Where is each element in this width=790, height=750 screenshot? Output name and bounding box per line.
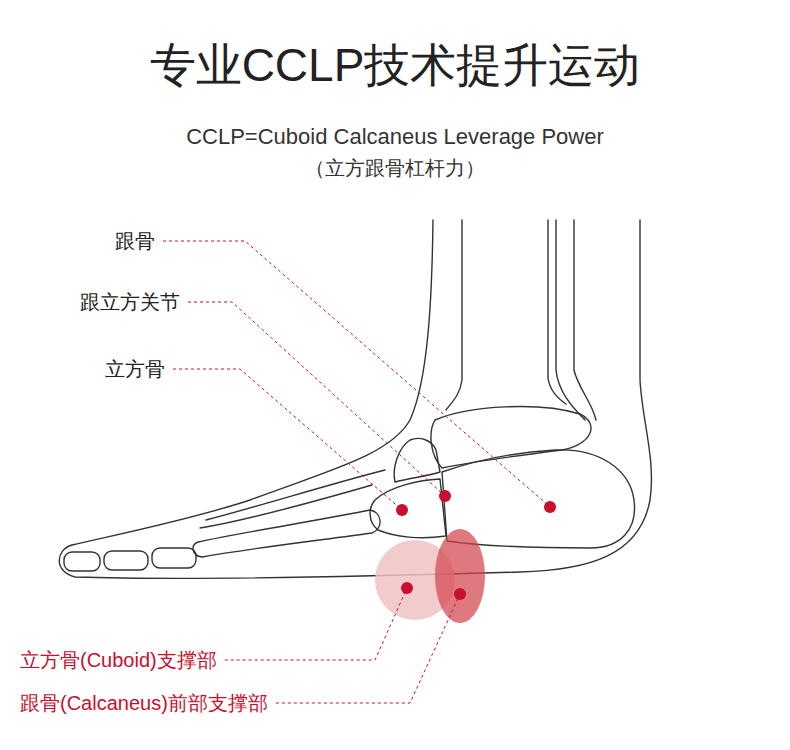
- calcaneus-support-zone: [435, 529, 485, 623]
- calcaneus: [442, 450, 635, 548]
- marker-dot: [401, 582, 413, 594]
- cuboid: [370, 479, 446, 538]
- foot-outline: [59, 220, 651, 578]
- subtitle: CCLP=Cuboid Calcaneus Leverage Power: [186, 124, 604, 150]
- leader-line: [225, 588, 407, 660]
- support-label: 立方骨(Cuboid)支撑部: [20, 648, 217, 672]
- tibia: [446, 220, 566, 410]
- metatarsal: [200, 470, 385, 528]
- marker-dot: [396, 504, 408, 516]
- leader-line: [173, 369, 402, 510]
- part-label: 跟骨: [115, 229, 155, 253]
- talus: [431, 407, 591, 468]
- fibula: [556, 220, 596, 420]
- marker-dot: [439, 490, 451, 502]
- leader-line: [163, 241, 550, 507]
- marker-dot: [454, 588, 466, 600]
- part-label: 跟立方关节: [80, 290, 180, 314]
- title: 专业CCLP技术提升运动: [150, 38, 641, 93]
- leader-line: [276, 594, 460, 703]
- phalanx: [152, 548, 196, 568]
- marker-dot: [544, 501, 556, 513]
- leader-line: [188, 302, 445, 496]
- metatarsal: [193, 510, 380, 557]
- phalanx: [64, 552, 100, 571]
- support-label: 跟骨(Calcaneus)前部支撑部: [20, 691, 268, 715]
- phalanx: [104, 551, 148, 570]
- part-label: 立方骨: [105, 357, 165, 381]
- subtitle: （立方跟骨杠杆力）: [305, 156, 485, 180]
- navicular: [394, 438, 440, 482]
